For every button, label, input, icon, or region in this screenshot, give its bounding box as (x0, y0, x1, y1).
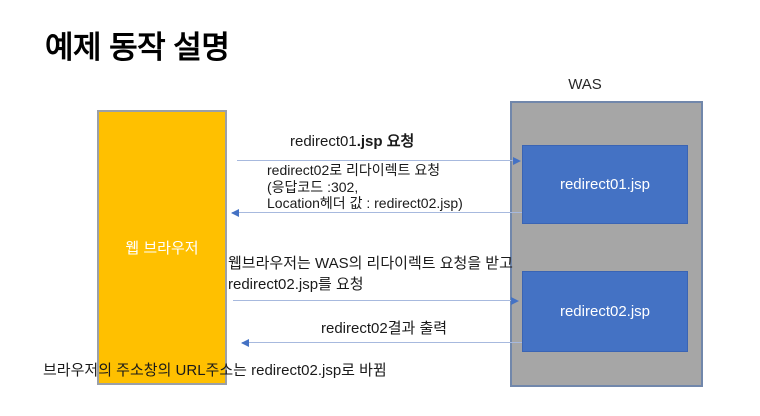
arrow-left-icon (231, 208, 239, 217)
web-browser-box: 웹 브라우저 (97, 110, 227, 385)
server-box-redirect02: redirect02.jsp (522, 271, 688, 352)
arrow-line (233, 300, 518, 301)
server-box-redirect01-label: redirect01.jsp (559, 176, 651, 193)
label-request1: redirect01.jsp 요청 (290, 130, 414, 151)
label-redirect-response-line1: redirect02로 리다이렉트 요청 (267, 162, 441, 178)
web-browser-label: 웹 브라우저 (125, 240, 199, 257)
arrow-right-icon (513, 156, 521, 165)
server-box-redirect02-label: redirect02.jsp (559, 303, 651, 320)
arrow-request2-right (233, 296, 519, 305)
arrow-left-icon (241, 338, 249, 347)
label-redirect-response-line2: (응답코드 :302, (267, 178, 359, 195)
was-label: WAS (568, 76, 602, 93)
arrow-line (242, 342, 522, 343)
label-rerequest-line1: 웹브라우저는 WAS의 리다이렉트 요청을 받고 (228, 255, 513, 272)
label-url-change-note: 브라우저의 주소창의 URL주소는 redirect02.jsp로 바뀜 (43, 362, 387, 379)
label-rerequest-line2: redirect02.jsp를 요청 (228, 275, 364, 293)
label-redirect-response: redirect02로 리다이렉트 요청 (응답코드 :302, Locatio… (267, 162, 463, 212)
arrow-line (237, 160, 520, 161)
label-result-output: redirect02결과 출력 (321, 320, 448, 337)
page-title: 예제 동작 설명 (45, 30, 230, 65)
arrow-right-icon (511, 296, 519, 305)
label-request1-normal: redirect01 (290, 133, 357, 150)
arrow-line (232, 212, 522, 213)
arrow-response2-left (241, 338, 522, 347)
label-request1-bold: .jsp 요청 (356, 133, 415, 150)
arrow-redirect-response-left (231, 208, 522, 217)
label-redirect-response-line3: Location헤더 값 : redirect02.jsp) (267, 195, 463, 211)
server-box-redirect01: redirect01.jsp (522, 145, 688, 224)
arrow-request1-right (237, 156, 521, 165)
label-rerequest: 웹브라우저는 WAS의 리다이렉트 요청을 받고 redirect02.jsp를… (228, 254, 513, 295)
